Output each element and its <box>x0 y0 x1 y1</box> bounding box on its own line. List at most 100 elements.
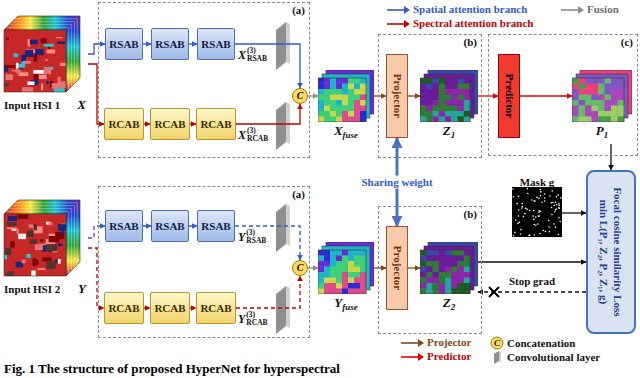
rcab-block-label: RCAB <box>108 118 139 131</box>
scene-patch <box>46 244 57 251</box>
scene-patch <box>35 244 43 250</box>
mask-dot <box>554 211 556 213</box>
map-cell <box>585 89 592 95</box>
math-label: X(3)RSAB <box>238 47 267 63</box>
text-group: RCAB <box>108 118 139 131</box>
map-layer <box>322 74 370 118</box>
rsab-block: RSAB <box>105 28 143 60</box>
map-cell <box>426 261 433 267</box>
mask-dot <box>519 221 521 223</box>
map-cell <box>464 261 471 267</box>
map-cell <box>354 267 360 273</box>
map-cell <box>342 261 348 267</box>
mask-dot <box>523 216 525 218</box>
legend-text: Spectral attention branch <box>413 17 533 30</box>
rsab-block-label: RSAB <box>201 220 230 233</box>
map-border <box>420 250 470 294</box>
map-cell <box>445 289 452 295</box>
input-cube: Input HSI 1X <box>2 14 88 112</box>
map-cell <box>336 84 342 90</box>
map-cell <box>605 106 612 112</box>
map-cell <box>336 261 342 267</box>
map-cell <box>420 289 427 295</box>
map-cell <box>572 89 579 95</box>
map-cell <box>598 84 605 90</box>
connector <box>610 144 611 170</box>
rsab-block-label: RSAB <box>109 220 138 233</box>
scene-patch <box>47 49 56 53</box>
rsab-block-label: RSAB <box>109 38 138 51</box>
conv-layer <box>276 22 290 70</box>
map-cell <box>572 117 579 123</box>
rsab-block-label: RSAB <box>155 38 184 51</box>
legend-text: Projector <box>427 336 471 349</box>
map-symbol: Z <box>443 123 451 138</box>
mask-dot <box>555 226 557 228</box>
cube-caption: Input HSI 1X <box>4 98 86 112</box>
stage-superscript: (3) <box>247 47 267 55</box>
map-cell <box>324 111 330 117</box>
projector-block: Projector <box>386 226 408 310</box>
band-line <box>12 205 74 206</box>
mask-name: Mask g <box>520 176 555 188</box>
map-cell <box>445 95 452 101</box>
legend-entry: Spectral attention branch <box>386 17 533 30</box>
mask-dot <box>538 215 540 217</box>
conv-layer <box>276 286 290 334</box>
map-cell <box>360 261 366 267</box>
map-cell <box>433 84 440 90</box>
tensor-symbol: Y <box>238 312 245 326</box>
map-cell <box>348 256 354 262</box>
map-cell <box>360 267 366 273</box>
map-cell <box>330 283 336 289</box>
mask-dot <box>526 208 528 210</box>
map-cell <box>439 106 446 112</box>
mask-dot <box>520 229 522 231</box>
mask-dot <box>540 195 542 197</box>
map-cell <box>348 283 354 289</box>
mask-dot <box>559 221 561 223</box>
map-cell <box>592 84 599 90</box>
map-cell <box>354 283 360 289</box>
map-cell <box>342 78 348 84</box>
math-label: X(3)RCAB <box>238 127 268 143</box>
map-cell <box>426 272 433 278</box>
sample-line <box>387 9 405 11</box>
mask-dot <box>555 201 557 203</box>
map-cell <box>324 278 330 284</box>
map-cell <box>348 89 354 95</box>
map-border <box>420 78 470 122</box>
map-cell <box>348 250 354 256</box>
map-caption: Yfuse <box>318 294 374 314</box>
map-cell <box>605 84 612 90</box>
map-cell <box>360 106 366 112</box>
branch-subscript: RCAB <box>247 135 268 143</box>
map-cell <box>426 117 433 123</box>
map-cell <box>336 256 342 262</box>
map-cell <box>342 256 348 262</box>
scene-patch <box>21 61 25 67</box>
tensor-symbol: Y <box>238 230 245 244</box>
map-symbol: P <box>596 123 604 138</box>
map-cell <box>585 117 592 123</box>
scene-patch <box>33 74 38 80</box>
band-line <box>15 202 77 203</box>
map-cell <box>598 106 605 112</box>
script-stack: (3)RSAB <box>246 229 266 245</box>
mask-dot <box>534 224 536 226</box>
projector-block: Projector <box>386 54 408 138</box>
sample-line <box>401 342 419 344</box>
scene-patch <box>61 229 63 236</box>
map-layer <box>424 246 474 290</box>
map-cell <box>605 95 612 101</box>
map-cell <box>324 117 330 123</box>
map-cell <box>318 278 324 284</box>
feature-map: Z1 <box>420 70 478 144</box>
map-cell <box>592 100 599 106</box>
rcab-block: RCAB <box>150 108 190 140</box>
map-cell <box>592 95 599 101</box>
conv-layer-face <box>276 22 286 70</box>
map-cell <box>458 267 465 273</box>
mask-dot <box>528 235 530 237</box>
mask-dot <box>518 209 520 211</box>
